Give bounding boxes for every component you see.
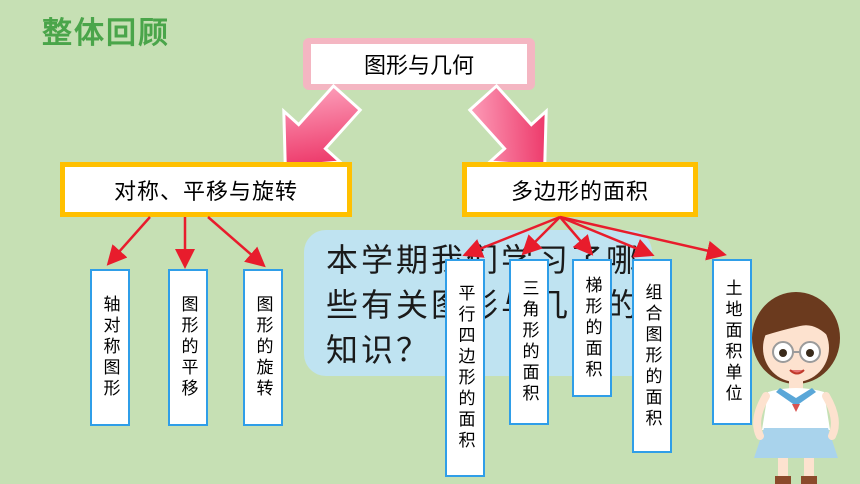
branch-box-right: 多边形的面积	[462, 162, 698, 217]
leaf-composite-area: 组合图形的面积	[632, 259, 672, 453]
leaf-parallelogram-area: 平行四边形的面积	[445, 259, 485, 477]
branch-box-left: 对称、平移与旋转	[60, 162, 352, 217]
arrow-right-icon	[467, 83, 548, 168]
branch-label-right: 多边形的面积	[467, 167, 693, 212]
leaf-translation: 图形的平移	[168, 269, 208, 426]
leaf-land-area-units: 土地面积单位	[712, 259, 752, 425]
leaf-rotation: 图形的旋转	[243, 269, 283, 426]
page-title: 整体回顾	[42, 16, 170, 51]
leaf-triangle-area: 三角形的面积	[509, 259, 549, 425]
leaf-trapezoid-area: 梯形的面积	[572, 259, 612, 397]
branch-label-left: 对称、平移与旋转	[65, 167, 347, 212]
root-node: 图形与几何	[311, 44, 527, 84]
leaf-axis-symmetry: 轴对称图形	[90, 269, 130, 426]
